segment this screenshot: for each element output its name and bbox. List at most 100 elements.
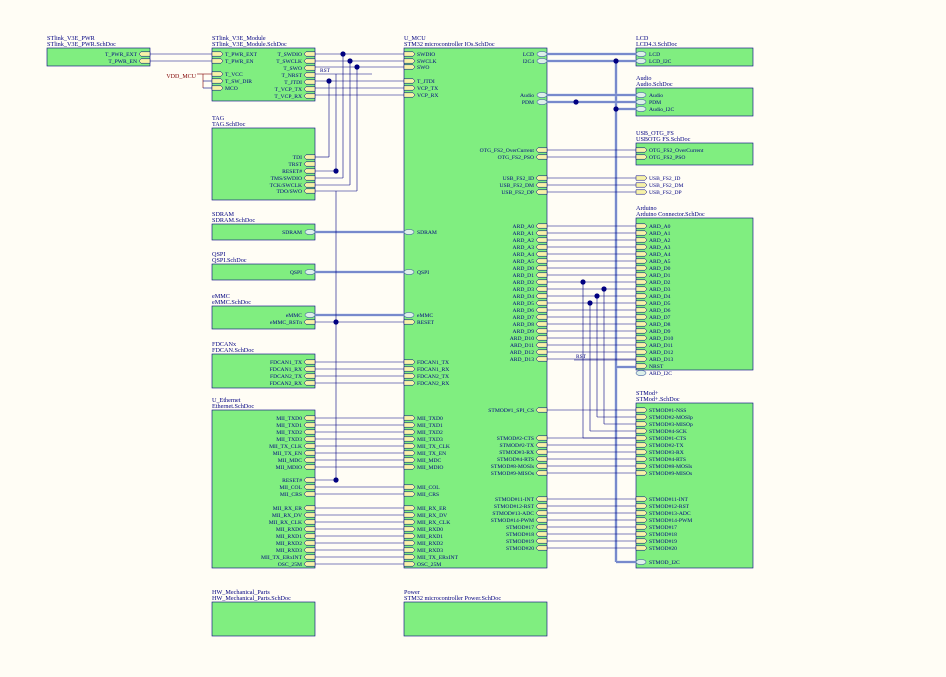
audio-port-pdm-port[interactable] — [635, 99, 647, 105]
mcu-left-fdcan2-rx-port[interactable] — [403, 380, 416, 386]
eth-port-mii-tx-erxint-port[interactable] — [303, 554, 316, 560]
stmod-port-stmod-2-tx-port[interactable] — [635, 442, 648, 448]
stmodule-right-t-jtdi-port[interactable] — [303, 79, 316, 85]
mcu-right-ard-d8-port[interactable] — [535, 321, 548, 327]
block-tag[interactable] — [211, 127, 316, 201]
mcu-left-mii-rx-clk-port[interactable] — [403, 519, 416, 525]
mcu-right-stmod-3-rx-port[interactable] — [535, 449, 548, 455]
stmod-port-i2c-port[interactable] — [635, 559, 647, 565]
mcu-left-swo-port[interactable] — [403, 64, 416, 70]
mcu-left-mii-rx-er-port[interactable] — [403, 505, 416, 511]
eth-port-mii-rx-er-port[interactable] — [303, 505, 316, 511]
otg-port-otg-fs2-pso-port[interactable] — [635, 154, 648, 160]
ard-port-ard-d5-port[interactable] — [635, 300, 648, 306]
ard-port-ard-a5-port[interactable] — [635, 258, 648, 264]
mcu-right-otg-fs2-pso-port[interactable] — [535, 154, 548, 160]
stmod-port-stmod-8-mosis-port[interactable] — [635, 463, 648, 469]
stmodule-left-t-vcc-port[interactable] — [211, 71, 224, 77]
block-audio[interactable] — [635, 87, 754, 117]
ard-port-ard-d9-port[interactable] — [635, 328, 648, 334]
mcu-left-fdcan1-tx-port[interactable] — [403, 359, 416, 365]
ard-port-ard-a4-port[interactable] — [635, 251, 648, 257]
ard-port-ard-d4-port[interactable] — [635, 293, 648, 299]
mcu-left-vcp-rx-port[interactable] — [403, 92, 416, 98]
ard-port-ard-a3-port[interactable] — [635, 244, 648, 250]
stmod-port-stmod-20-port[interactable] — [635, 545, 648, 551]
ard-port-ard-d3-port[interactable] — [635, 286, 648, 292]
ard-port-ard-d2-port[interactable] — [635, 279, 648, 285]
mcu-left-sdram-port[interactable] — [403, 229, 415, 235]
mcu-right-ard-d2-port[interactable] — [535, 279, 548, 285]
eth-port-mii-mdc-port[interactable] — [303, 457, 316, 463]
block-usbotg[interactable] — [635, 142, 754, 166]
eth-port-reset-port[interactable] — [303, 477, 316, 483]
stmodule-right-t-vcp-rx-port[interactable] — [303, 93, 316, 99]
mcu-left-t-jtdi-port[interactable] — [403, 78, 416, 84]
stmodule-left-mco-port[interactable] — [211, 85, 224, 91]
stmodule-left-t-pwr-en-port[interactable] — [211, 58, 224, 64]
stmodule-left-t-sw-dir-port[interactable] — [211, 78, 224, 84]
eth-port-mii-txd0-port[interactable] — [303, 415, 316, 421]
mcu-right-ard-a0-port[interactable] — [535, 223, 548, 229]
ard-port-ard-d10-port[interactable] — [635, 335, 648, 341]
ard-port-ard-a0-port[interactable] — [635, 223, 648, 229]
eth-port-mii-txd2-port[interactable] — [303, 429, 316, 435]
lcd-port-lcd-i2c-port[interactable] — [635, 58, 647, 64]
mcu-right-stmod-11-int-port[interactable] — [535, 496, 548, 502]
lcd-port-lcd-port[interactable] — [635, 51, 647, 57]
mcu-left-mii-txd0-port[interactable] — [403, 415, 416, 421]
pwr-port-t-pwr-en-port[interactable] — [138, 58, 151, 64]
otg-port-usb-fs2-dm-port[interactable] — [635, 182, 648, 188]
stmod-port-stmod-14-pwm-port[interactable] — [635, 517, 648, 523]
stmod-port-stmod-12-rst-port[interactable] — [635, 503, 648, 509]
pwr-port-t-pwr-ext-port[interactable] — [138, 51, 151, 57]
mcu-right-ard-d9-port[interactable] — [535, 328, 548, 334]
mcu-right-ard-d0-port[interactable] — [535, 265, 548, 271]
stmod-port-stmod-2-mosip-port[interactable] — [635, 414, 648, 420]
mcu-left-mii-txd3-port[interactable] — [403, 436, 416, 442]
block-lcd[interactable] — [635, 47, 754, 67]
block-hw[interactable] — [211, 601, 316, 637]
mcu-right-ard-d11-port[interactable] — [535, 342, 548, 348]
emmc-port-port[interactable] — [304, 312, 316, 318]
block-stlink_pwr[interactable] — [46, 47, 151, 67]
mcu-left-mii-rxd1-port[interactable] — [403, 533, 416, 539]
mcu-left-swclk-port[interactable] — [403, 58, 416, 64]
mcu-left-mii-rxd3-port[interactable] — [403, 547, 416, 553]
ard-port-ard-d7-port[interactable] — [635, 314, 648, 320]
audio-port-audio-i2c-port[interactable] — [635, 106, 647, 112]
stmod-port-stmod-4-rts-port[interactable] — [635, 456, 648, 462]
stmod-port-stmod-4-sck-port[interactable] — [635, 428, 648, 434]
mcu-right-stmod-2-cts-port[interactable] — [535, 435, 548, 441]
stmod-port-stmod-17-port[interactable] — [635, 524, 648, 530]
fdcan-port-fdcan1-rx-port[interactable] — [303, 366, 316, 372]
mcu-left-vcp-tx-port[interactable] — [403, 85, 416, 91]
block-ethernet[interactable] — [211, 409, 316, 569]
stmod-port-stmod-19-port[interactable] — [635, 538, 648, 544]
block-mcu[interactable] — [403, 47, 548, 569]
eth-port-mii-rxd2-port[interactable] — [303, 540, 316, 546]
mcu-left-qspi-port[interactable] — [403, 269, 415, 275]
stmod-port-stmod-3-misop-port[interactable] — [635, 421, 648, 427]
mcu-left-mii-tx-erxint-port[interactable] — [403, 554, 416, 560]
mcu-right-stmod-spi-cs-port[interactable] — [535, 407, 548, 413]
mcu-left-emmc-port[interactable] — [403, 312, 415, 318]
mcu-right-stmod-20-port[interactable] — [535, 545, 548, 551]
stmod-port-stmod-1-cts-port[interactable] — [635, 435, 648, 441]
mcu-right-pdm-port[interactable] — [536, 99, 548, 105]
stmodule-left-t-pwr-ext-port[interactable] — [211, 51, 224, 57]
tag-port-tdi-port[interactable] — [303, 154, 316, 160]
mcu-right-stmod-19-port[interactable] — [535, 538, 548, 544]
mcu-right-audio-port[interactable] — [536, 92, 548, 98]
mcu-left-mii-col-port[interactable] — [403, 484, 416, 490]
eth-port-mii-rxd0-port[interactable] — [303, 526, 316, 532]
ard-port-ard-d8-port[interactable] — [635, 321, 648, 327]
mcu-left-mii-rx-dv-port[interactable] — [403, 512, 416, 518]
mcu-left-mii-rxd2-port[interactable] — [403, 540, 416, 546]
mcu-left-mii-tx-en-port[interactable] — [403, 450, 416, 456]
fdcan-port-fdcan1-tx-port[interactable] — [303, 359, 316, 365]
mcu-right-ard-d1-port[interactable] — [535, 272, 548, 278]
mcu-right-stmod-2-tx-port[interactable] — [535, 442, 548, 448]
mcu-right-stmod-14-pwm-port[interactable] — [535, 517, 548, 523]
mcu-right-ard-a2-port[interactable] — [535, 237, 548, 243]
